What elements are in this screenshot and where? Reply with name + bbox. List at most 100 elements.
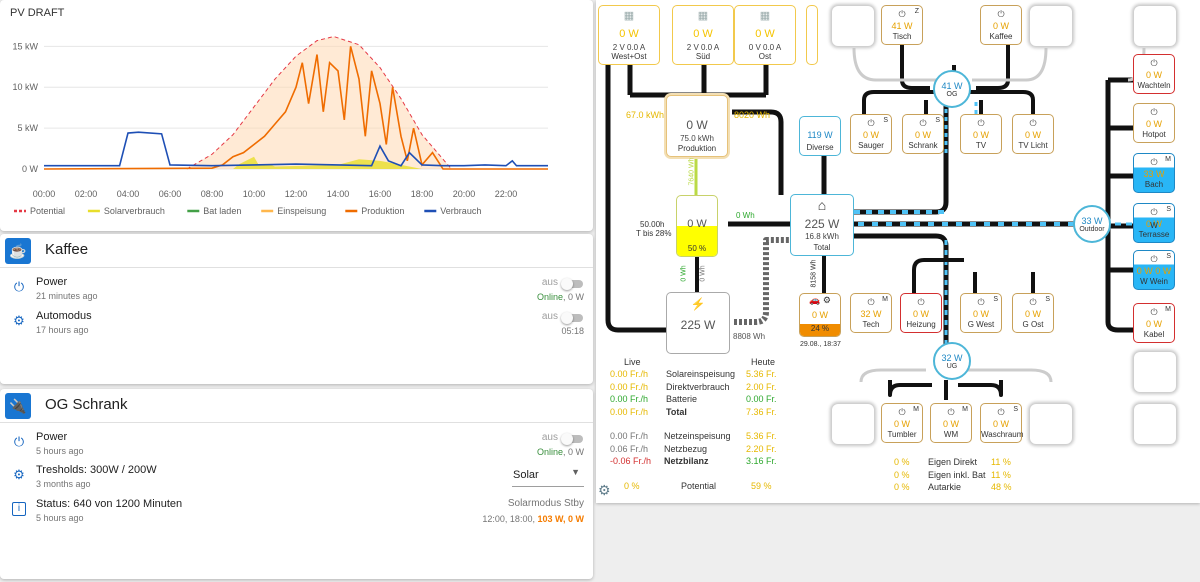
- ug-row-device-icon: ⏻: [867, 297, 875, 307]
- outdoor-device-power: 0 W: [1145, 119, 1162, 129]
- coffee-icon: ☕: [5, 238, 31, 264]
- y-tick-label: 0 W: [22, 164, 39, 174]
- x-tick-label: 10:00: [243, 189, 266, 199]
- autarkie-label: Eigen inkl. Bat: [928, 469, 986, 480]
- kaffee-power-status: Online, 0 W: [536, 292, 584, 302]
- outdoor-device-power: 0 W: [1145, 319, 1162, 329]
- og-tresholds-select-value: Solar: [513, 469, 539, 481]
- ug-bottom-lines: [888, 380, 1003, 400]
- prod-right-label: 8020 Wh: [734, 110, 771, 120]
- og-schrank-header: 🔌 OG Schrank: [0, 389, 593, 423]
- grid-tile[interactable]: ⚡225 W: [666, 292, 730, 354]
- series-line-potential: [186, 36, 452, 170]
- ug-bottom-device-icon: ⏻: [997, 407, 1005, 417]
- x-tick-label: 16:00: [369, 189, 392, 199]
- og-tresholds-select[interactable]: Solar ▼: [512, 465, 584, 487]
- og-tresholds-label: Tresholds: 300W / 200W: [36, 464, 157, 476]
- battery-down2-wh: 0 Wh: [699, 265, 707, 282]
- solar-panel-name: Ost: [758, 52, 772, 61]
- kaffee-power-row[interactable]: ⏻ Power 21 minutes ago aus Online, 0 W: [0, 272, 593, 306]
- finance-heute-value: 7.36 Fr.: [746, 406, 777, 417]
- og-status-times: 12:00, 18:00, 103 W, 0 W: [482, 514, 584, 524]
- og-tresholds-time: 3 months ago: [36, 479, 91, 489]
- potential-area: [186, 36, 452, 170]
- og-power-time: 5 hours ago: [36, 446, 84, 456]
- finance-live-value: 0.00 Fr./h: [610, 406, 649, 417]
- autarkie-a: 0 %: [894, 482, 910, 492]
- og-schrank-power-row[interactable]: ⏻ Power 5 hours ago aus Online, 0 W: [0, 427, 593, 461]
- outdoor-device-power: 0 W 0 W: [1136, 266, 1172, 276]
- total-to-og-hub: [854, 100, 949, 215]
- car-icon: 🚗 ⚙: [809, 295, 831, 305]
- ug-hub-power: 32 W: [941, 353, 963, 363]
- finance-row-label: Netzbezug: [664, 443, 708, 454]
- production-label: Produktion: [677, 144, 717, 153]
- kaffee-power-toggle[interactable]: [561, 278, 584, 290]
- legend-label: Solarverbrauch: [104, 206, 165, 216]
- kaffee-power-label: Power: [36, 276, 68, 288]
- kaffee-automodus-row[interactable]: ⚙ Automodus 17 hours ago aus 05:18: [0, 306, 593, 340]
- ug-row-device-badge: M: [882, 296, 888, 303]
- potential-live: 0 %: [624, 481, 640, 491]
- ug-bottom-device-name: WM: [943, 430, 959, 439]
- ghost-link-og2: [972, 47, 1048, 82]
- y-tick-label: 15 kW: [12, 41, 38, 51]
- outdoor-hub-power: 33 W: [1081, 216, 1103, 226]
- ug-bottom-device-icon: ⏻: [947, 407, 955, 417]
- outdoor-device-icon: ⏻: [1150, 157, 1158, 167]
- chart-card-title: PV DRAFT: [10, 7, 65, 19]
- x-tick-label: 18:00: [411, 189, 434, 199]
- battery-fill: [677, 226, 717, 256]
- kaffee-header: ☕ Kaffee: [0, 234, 593, 268]
- solar-panel-icon: ▦: [697, 10, 709, 22]
- outdoor-device-badge: S: [1166, 253, 1171, 260]
- solar-panel-name: West+Ost: [611, 52, 647, 61]
- og-row-device-icon: ⏻: [977, 118, 985, 128]
- ug-bottom-device-power: 0 W: [942, 419, 959, 429]
- x-tick-label: 12:00: [285, 189, 308, 199]
- production-power: 0 W: [686, 118, 708, 132]
- plug-off-icon: ⏻: [13, 434, 25, 449]
- outdoor-device-power: 33 W: [1143, 169, 1165, 179]
- outdoor-device-icon: ⏻: [1150, 58, 1158, 68]
- og-top-device-power: 0 W: [992, 21, 1009, 31]
- outdoor-device-badge: M: [1165, 306, 1171, 313]
- car-power: 0 W: [811, 310, 828, 320]
- ug-row-device-badge: S: [993, 296, 998, 303]
- og-row-device-power: 0 W: [914, 130, 931, 140]
- outdoor-hub-label: Outdoor: [1079, 226, 1105, 233]
- x-tick-label: 08:00: [201, 189, 224, 199]
- kaffee-auto-toggle[interactable]: [561, 312, 584, 324]
- og-power-toggle[interactable]: [561, 433, 584, 445]
